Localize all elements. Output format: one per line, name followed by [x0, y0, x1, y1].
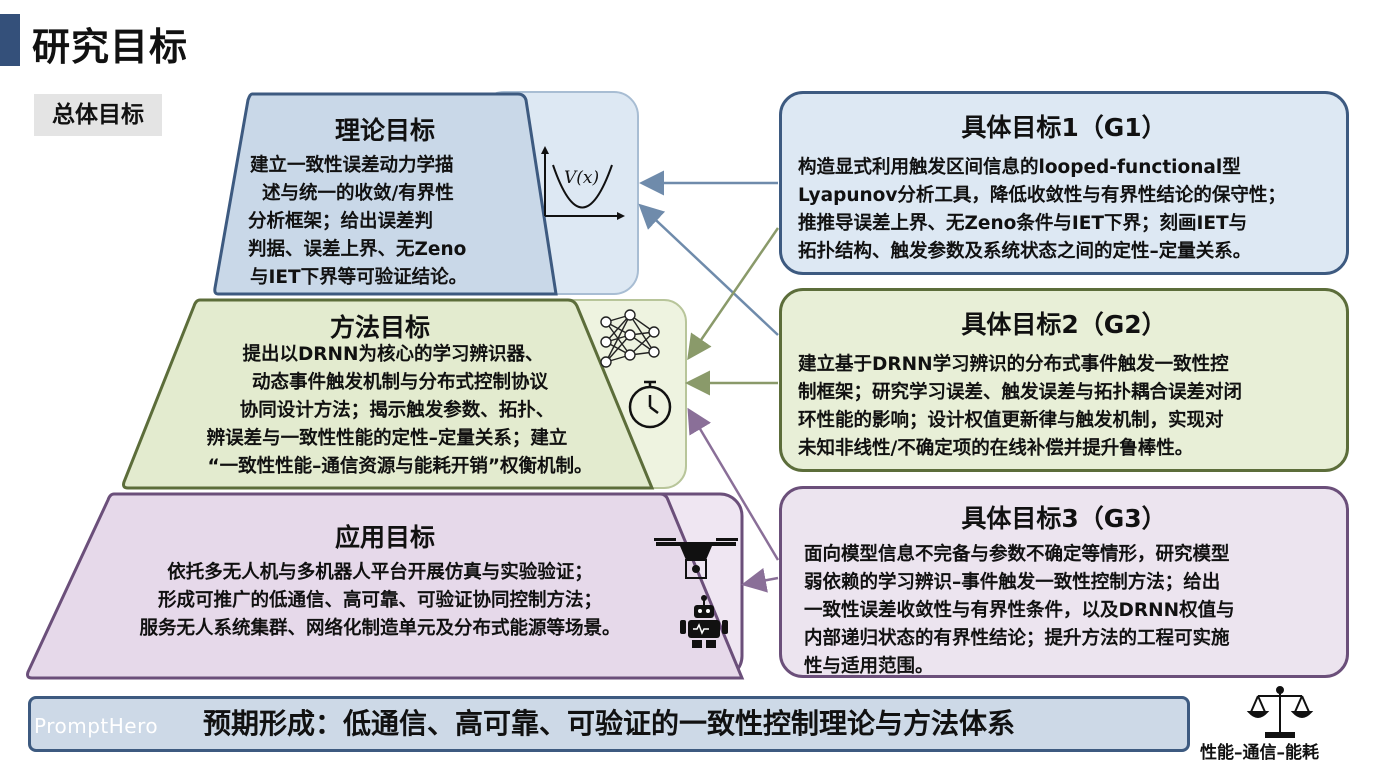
expected-outcome-bar — [28, 696, 1190, 752]
g2-body: 建立基于DRNN学习辨识的分布式事件触发一致性控 制框架；研究学习误差、触发误差… — [798, 354, 1243, 459]
expected-outcome-text: 预期形成：低通信、高可靠、可验证的一致性控制理论与方法体系 — [202, 707, 1015, 740]
balance-scale-icon — [1246, 686, 1314, 738]
page-title: 研究目标 — [32, 25, 189, 69]
g1-body: 构造显式利用触发区间信息的looped-functional型 Lyapunov… — [798, 157, 1286, 262]
g3-title: 具体目标3（G3） — [961, 504, 1167, 533]
theory-trapezoid — [213, 92, 558, 296]
title-accent-bar — [0, 14, 20, 66]
robot-icon — [680, 595, 728, 648]
lyapunov-plot-icon — [541, 146, 625, 220]
drone-icon — [654, 538, 738, 579]
theory-goal-body: 建立一致性误差动力学描 述与统一的收敛/有界性 分析框架；给出误差判 判据、误差… — [248, 155, 468, 288]
application-goal-title: 应用目标 — [334, 523, 435, 552]
g2-title: 具体目标2（G2） — [961, 310, 1167, 339]
method-goal-title: 方法目标 — [329, 313, 430, 342]
application-trapezoid — [26, 492, 745, 680]
specific-goal-g2: 具体目标2（G2） 建立基于DRNN学习辨识的分布式事件触发一致性控 制框架；研… — [779, 288, 1349, 472]
neural-network-icon — [600, 309, 660, 368]
watermark: PromptHero — [34, 714, 159, 738]
g3-body: 面向模型信息不完备与参数不确定等情形，研究模型 弱依赖的学习辨识–事件触发一致性… — [804, 544, 1235, 677]
specific-goal-g3: 具体目标3（G3） 面向模型信息不完备与参数不确定等情形，研究模型 弱依赖的学习… — [779, 486, 1349, 678]
specific-goal-g1: 具体目标1（G1） 构造显式利用触发区间信息的looped-functional… — [779, 91, 1349, 275]
stopwatch-icon — [628, 380, 672, 429]
overall-goal-tag: 总体目标 — [34, 94, 162, 136]
g1-title: 具体目标1（G1） — [961, 113, 1167, 142]
theory-goal-title: 理论目标 — [334, 116, 435, 145]
application-goal-body: 依托多无人机与多机器人平台开展仿真与实验验证； 形成可推广的低通信、高可靠、可验… — [139, 562, 621, 639]
method-trapezoid — [122, 298, 655, 490]
balance-label: 性能–通信–能耗 — [1200, 743, 1319, 763]
method-goal-body: 提出以DRNN为核心的学习辨识器、 动态事件触发机制与分布式控制协议 协同设计方… — [206, 344, 593, 477]
lyapunov-formula: V(x) — [564, 168, 600, 188]
